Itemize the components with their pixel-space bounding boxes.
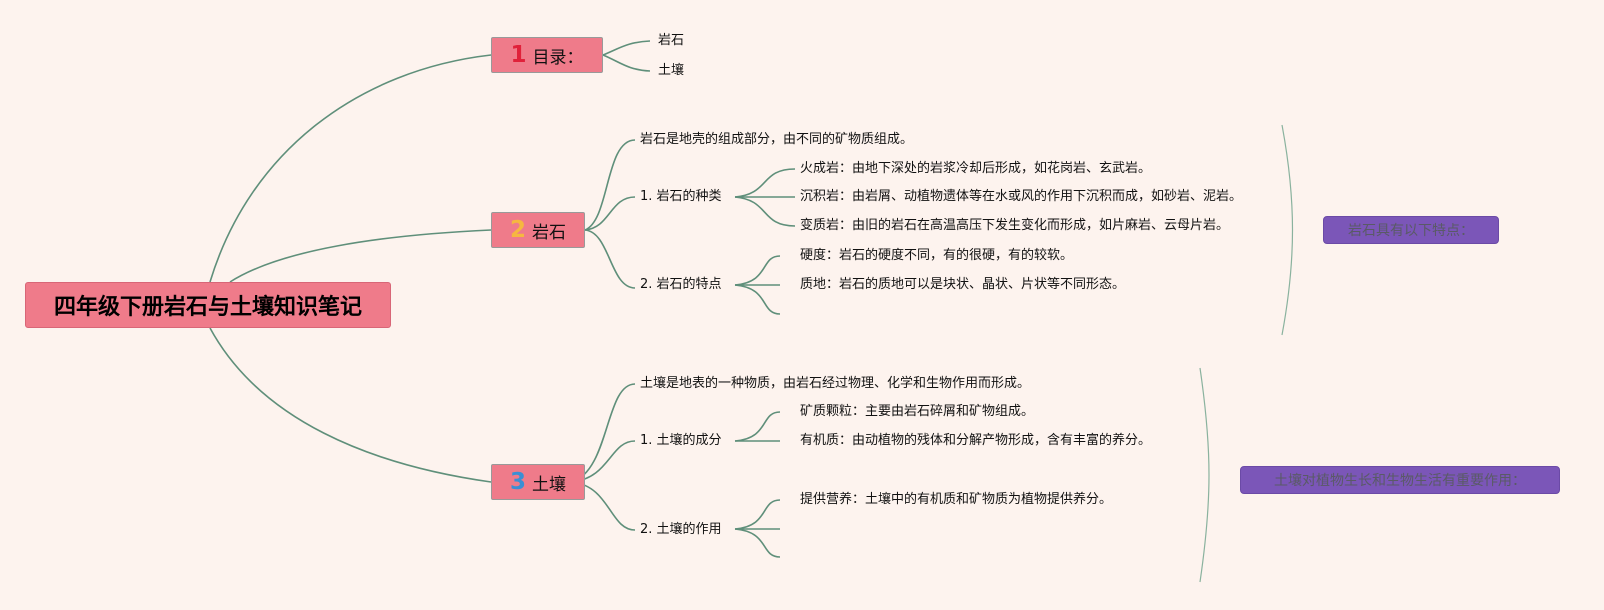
topic-rock[interactable]: 2 岩石 [491,212,585,248]
number-1-icon: 1 [510,41,527,68]
rock-features-label[interactable]: 2. 岩石的特点 [640,277,722,292]
root-to-topic3-line [209,327,492,483]
topic-soil-label: 土壤 [532,474,566,495]
rock-type-metamorphic[interactable]: 变质岩：由旧的岩石在高温高压下发生变化而形成，如片麻岩、云母片岩。 [800,218,1230,233]
rock-summary-text: 岩石具有以下特点： [1348,223,1474,239]
topic-contents-label: 目录： [532,47,584,68]
soil-function-label[interactable]: 2. 土壤的作用 [640,522,722,537]
root-node[interactable]: 四年级下册岩石与土壤知识笔记 [25,282,391,328]
soil-summary-text: 土壤对植物生长和生物生活有重要作用： [1274,473,1526,489]
topic1-to-child2-line [602,54,651,72]
soil-function-nutrition[interactable]: 提供营养：土壤中的有机质和矿物质为植物提供养分。 [800,492,1113,507]
rock-summary-brace [1281,124,1294,336]
soil-intro[interactable]: 土壤是地表的一种物质，由岩石经过物理、化学和生物作用而形成。 [640,376,1031,391]
contents-item-rock[interactable]: 岩石 [658,33,685,48]
g2-item3-line [734,284,781,315]
rock-feature-texture[interactable]: 质地：岩石的质地可以是块状、晶状、片状等不同形态。 [800,277,1126,292]
root-title: 四年级下册岩石与土壤知识笔记 [53,295,362,320]
g1-item3-line [734,196,796,227]
topic-contents[interactable]: 1 目录： [491,37,603,73]
rock-feature-hardness[interactable]: 硬度：岩石的硬度不同，有的很硬，有的较软。 [800,248,1074,263]
topic2-to-group2-line [584,229,636,289]
rock-intro[interactable]: 岩石是地壳的组成部分，由不同的矿物质组成。 [640,132,914,147]
s2-item1-line [734,499,781,530]
number-2-icon: 2 [509,216,526,243]
soil-summary[interactable]: 土壤对植物生长和生物生活有重要作用： [1240,466,1560,494]
rock-type-igneous[interactable]: 火成岩：由地下深处的岩浆冷却后形成，如花岗岩、玄武岩。 [800,161,1152,176]
topic-rock-label: 岩石 [532,222,566,243]
soil-component-minerals[interactable]: 矿质颗粒：主要由岩石碎屑和矿物组成。 [800,404,1035,419]
root-to-topic2-line [229,229,492,283]
s1-item1-line [734,411,781,442]
topic1-to-child1-line [602,40,651,56]
soil-composition-label[interactable]: 1. 土壤的成分 [640,433,722,448]
number-3-icon: 3 [509,468,526,495]
rock-type-sedimentary[interactable]: 沉积岩：由岩屑、动植物遗体等在水或风的作用下沉积而成，如砂岩、泥岩。 [800,189,1243,204]
root-to-topic1-line [209,54,492,283]
soil-component-organic[interactable]: 有机质：由动植物的残体和分解产物形成，含有丰富的养分。 [800,433,1152,448]
contents-item-soil[interactable]: 土壤 [658,63,685,78]
g2-item1-line [734,255,781,286]
topic-soil[interactable]: 3 土壤 [491,464,585,500]
soil-summary-brace [1199,367,1210,583]
rock-types-label[interactable]: 1. 岩石的种类 [640,189,722,204]
g1-item1-line [734,168,796,198]
topic2-to-intro-line [584,139,636,231]
rock-summary[interactable]: 岩石具有以下特点： [1323,216,1499,244]
s2-item3-line [734,528,781,558]
topic2-to-group1-line [584,196,636,231]
